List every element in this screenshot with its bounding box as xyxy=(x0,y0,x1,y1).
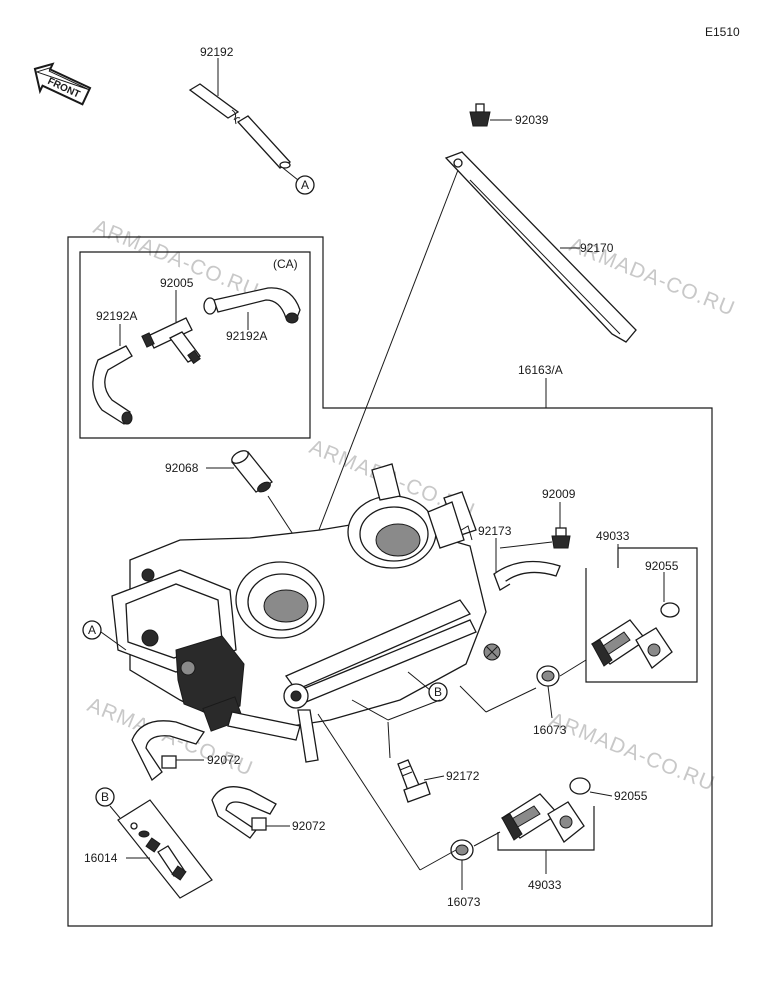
ref-b-left xyxy=(95,787,115,807)
injector-49033-bottom xyxy=(501,793,585,843)
ref-a-top xyxy=(295,175,315,195)
label-92072-left: 92072 xyxy=(207,753,241,767)
label-92192A-left: 92192A xyxy=(96,309,137,323)
label-16073-top: 16073 xyxy=(533,723,567,737)
strap-92170 xyxy=(444,151,637,343)
ca-label: (CA) xyxy=(273,257,298,271)
diagram-code: E1510 xyxy=(705,25,740,39)
seal-16073-bottom xyxy=(450,839,474,861)
ca-subframe xyxy=(79,251,311,439)
seal-16073-top xyxy=(536,665,560,687)
injector-49033-top xyxy=(591,619,673,669)
hose-92192A-left xyxy=(92,345,133,425)
label-92005: 92005 xyxy=(160,276,194,290)
label-92039: 92039 xyxy=(515,113,549,127)
oring-92055-bottom xyxy=(569,777,591,795)
label-92172: 92172 xyxy=(446,769,480,783)
ref-a-left xyxy=(82,620,102,640)
ref-b-right-label: B xyxy=(434,685,442,699)
bolt-92172 xyxy=(397,759,431,803)
label-92192A-right: 92192A xyxy=(226,329,267,343)
hose-92192 xyxy=(188,83,292,169)
label-92055-top: 92055 xyxy=(645,559,679,573)
oring-92055-top xyxy=(660,602,680,618)
label-16073-bottom: 16073 xyxy=(447,895,481,909)
joint-92005 xyxy=(141,317,201,365)
label-92072-right: 92072 xyxy=(292,819,326,833)
band-92072-left xyxy=(131,720,206,782)
label-92192: 92192 xyxy=(200,45,234,59)
ref-a-top-label: A xyxy=(301,178,309,192)
screw-kit-frame xyxy=(117,799,213,899)
screw-kit-16014 xyxy=(130,822,187,881)
bolt-92039 xyxy=(469,103,491,127)
screw-92009 xyxy=(551,527,571,549)
assembly-frame xyxy=(67,236,713,927)
label-92170: 92170 xyxy=(580,241,614,255)
label-49033-top: 49033 xyxy=(596,529,630,543)
clip-92173 xyxy=(493,560,561,591)
front-arrow-icon: FRONT xyxy=(33,62,92,106)
injector-bracket-top xyxy=(585,547,698,683)
throttle-body-assembly xyxy=(111,463,501,763)
label-16163A: 16163/A xyxy=(518,363,563,377)
label-92009: 92009 xyxy=(542,487,576,501)
ref-a-left-label: A xyxy=(88,623,96,637)
label-92068: 92068 xyxy=(165,461,199,475)
band-92072-right xyxy=(211,786,277,839)
label-92055-bottom: 92055 xyxy=(614,789,648,803)
label-92173: 92173 xyxy=(478,524,512,538)
label-49033-bottom: 49033 xyxy=(528,878,562,892)
hose-92192A-right xyxy=(203,287,301,324)
cap-92068 xyxy=(231,450,273,493)
label-16014: 16014 xyxy=(84,851,118,865)
ref-b-left-label: B xyxy=(101,790,109,804)
